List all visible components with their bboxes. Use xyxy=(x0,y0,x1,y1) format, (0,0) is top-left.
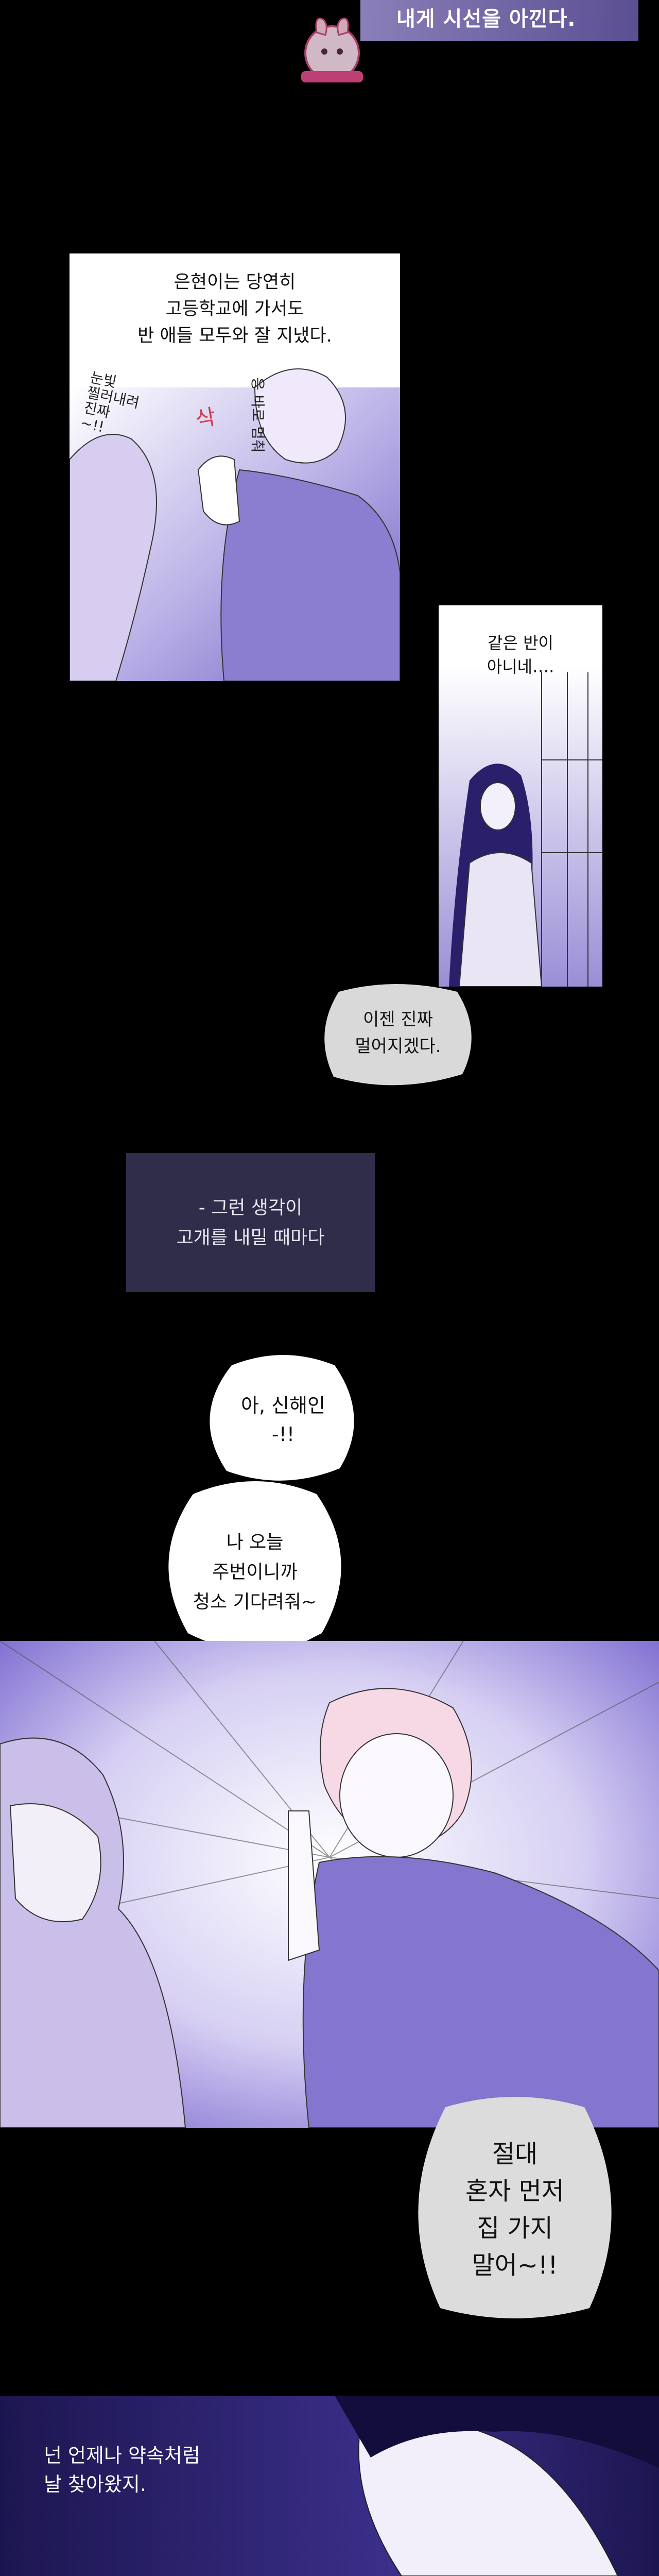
bubble-line: 멀어지겠다. xyxy=(355,1036,441,1057)
panel-classroom-friends: 은현이는 당연히 고등학교에 가서도 반 애들 모두와 잘 지냈다. 눈빛 찔러… xyxy=(70,253,400,681)
panel-closeup-girl: 넌 언제나 약속처럼 날 찾아왔지. xyxy=(0,2396,659,2576)
sfx-line: 멈춰 xyxy=(249,426,266,453)
panel-2-illustration xyxy=(439,667,602,987)
bubble-line: 나 오늘 xyxy=(226,1532,284,1553)
bubble-text: 아, 신해인 -!! xyxy=(201,1391,366,1449)
bubble-text: 나 오늘 주번이니까 청소 기다려줘~ xyxy=(157,1528,353,1617)
panel-hallway-girl: 같은 반이 아니네…. xyxy=(439,605,602,987)
panel-4-illustration xyxy=(0,2396,659,2576)
bubble-line: 아, 신해인 xyxy=(241,1394,325,1417)
sfx-mark: 삭 xyxy=(193,404,218,432)
bubble-text: 이젠 진짜 멀어지겠다. xyxy=(318,1006,478,1060)
panel-3-illustration xyxy=(0,1641,659,2128)
bubble-line: 집 가지 xyxy=(477,2214,553,2243)
panel-4-caption: 넌 언제나 약속처럼 날 찾아왔지. xyxy=(44,2441,200,2499)
bubble-line: 절대 xyxy=(492,2140,538,2168)
bubble-line: -!! xyxy=(271,1423,295,1446)
caption-line: 아니네…. xyxy=(487,657,554,676)
caption-line: 같은 반이 xyxy=(488,633,553,653)
panel-1-illustration xyxy=(70,368,400,681)
bubble-line: 혼자 먼저 xyxy=(465,2177,564,2206)
bubble-line: 청소 기다려줘~ xyxy=(193,1591,317,1613)
panel-boy-pointing xyxy=(0,1641,659,2128)
caption-line: 고등학교에 가서도 xyxy=(165,299,304,319)
sfx-right: 응 바로 멈춰 xyxy=(249,377,266,480)
panel-2-caption: 같은 반이 아니네…. xyxy=(439,631,602,679)
watermark-logo-icon xyxy=(301,18,363,82)
bubble-shape xyxy=(210,1355,354,1481)
sfx-line: 응 바로 xyxy=(249,377,266,422)
bubble-line: 이젠 진짜 xyxy=(363,1009,433,1030)
caption-line: 반 애들 모두와 잘 지냈다. xyxy=(137,326,332,346)
bubble-text: 절대 혼자 먼저 집 가지 말어~!! xyxy=(399,2136,631,2284)
panel-1-caption: 은현이는 당연히 고등학교에 가서도 반 애들 모두와 잘 지냈다. xyxy=(90,269,379,349)
top-strip-panel: 내게 시선을 아낀다. xyxy=(360,0,638,41)
narration-line: - 그런 생각이 xyxy=(198,1197,303,1218)
caption-line: 넌 언제나 약속처럼 xyxy=(44,2444,200,2467)
narration-line: 고개를 내밀 때마다 xyxy=(176,1227,325,1248)
top-strip-caption: 내게 시선을 아낀다. xyxy=(396,7,576,31)
speech-bubble-call-name: 아, 신해인 -!! xyxy=(201,1350,366,1489)
caption-line: 날 찾아왔지. xyxy=(44,2473,146,2496)
narration-text: - 그런 생각이 고개를 내밀 때마다 xyxy=(126,1193,375,1253)
caption-line: 은현이는 당연히 xyxy=(174,272,296,293)
bubble-shape xyxy=(324,984,472,1086)
bubble-shape xyxy=(418,2097,612,2318)
speech-bubble-far-apart: 이젠 진짜 멀어지겠다. xyxy=(318,981,478,1089)
bubble-line: 말어~!! xyxy=(472,2251,558,2280)
bubble-line: 주번이니까 xyxy=(212,1562,298,1583)
narration-box: - 그런 생각이 고개를 내밀 때마다 xyxy=(126,1153,375,1292)
speech-bubble-dont-go-home: 절대 혼자 먼저 집 가지 말어~!! xyxy=(399,2092,631,2324)
